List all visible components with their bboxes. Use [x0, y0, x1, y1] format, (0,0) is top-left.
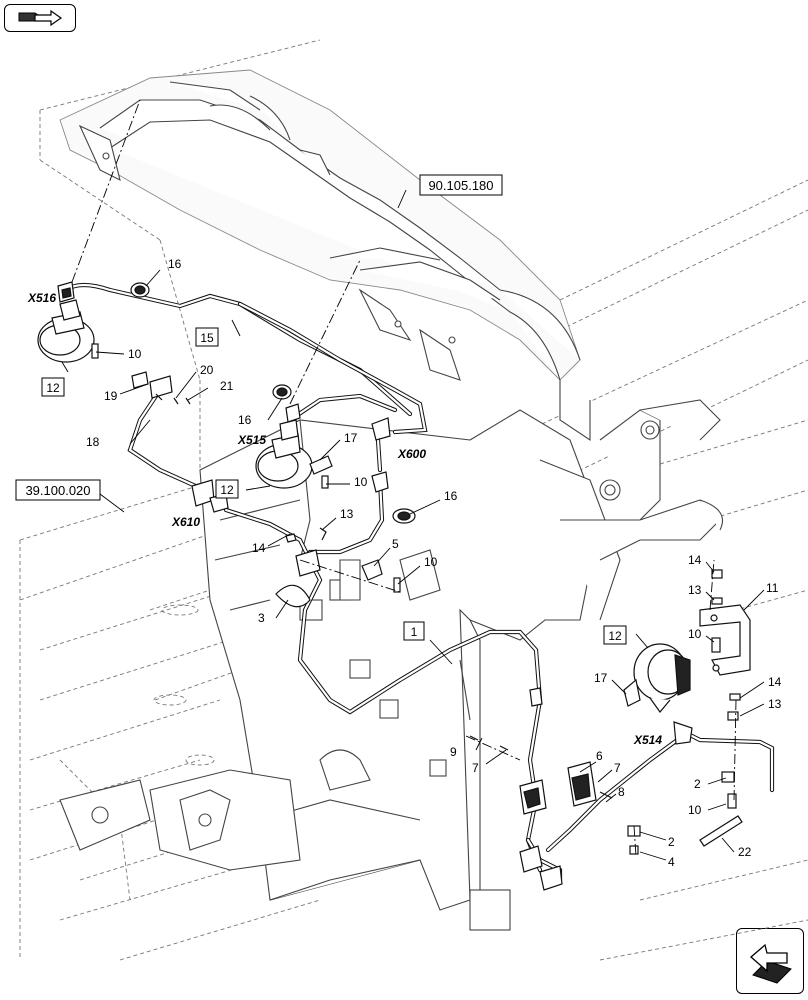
callout-22: 22	[738, 845, 752, 859]
connector-label-x516: X516	[27, 291, 56, 305]
boxed-label-15[interactable]: 15	[195, 327, 219, 347]
svg-text:12: 12	[220, 483, 234, 497]
callout-2: 2	[668, 835, 675, 849]
callout-6: 6	[596, 749, 603, 763]
callout-16: 16	[238, 413, 252, 427]
callout-8: 8	[618, 785, 625, 799]
callout-labels: 16 10 19 20 21 18 16 17 10 16 13 14 5 10…	[86, 257, 782, 869]
callout-21: 21	[220, 379, 234, 393]
svg-text:12: 12	[46, 381, 60, 395]
support-arm	[59, 399, 724, 931]
svg-text:1: 1	[411, 625, 418, 639]
svg-text:15: 15	[200, 331, 214, 345]
back-arrow-icon	[750, 943, 792, 984]
callout-7: 7	[472, 761, 479, 775]
svg-text:12: 12	[608, 629, 622, 643]
callout-13: 13	[340, 507, 354, 521]
left-lamp-assembly	[37, 281, 191, 405]
callout-4: 4	[668, 855, 675, 869]
reference-text: 39.100.020	[25, 483, 90, 498]
callout-18: 18	[86, 435, 100, 449]
boxed-label-12-left[interactable]: 12	[41, 377, 65, 397]
connector-label-x515: X515	[237, 433, 266, 447]
nav-back-button[interactable]	[736, 928, 804, 994]
callout-2: 2	[694, 777, 701, 791]
callout-13: 13	[768, 697, 782, 711]
reference-39-100-020[interactable]: 39.100.020	[15, 479, 101, 501]
connector-label-x610: X610	[171, 515, 200, 529]
callout-10: 10	[688, 627, 702, 641]
callout-14: 14	[768, 675, 782, 689]
callout-7: 7	[614, 761, 621, 775]
callout-10: 10	[424, 555, 438, 569]
callout-9: 9	[450, 745, 457, 759]
callout-16: 16	[444, 489, 458, 503]
callout-20: 20	[200, 363, 214, 377]
harness-lower-right	[545, 721, 775, 853]
top-beam	[59, 69, 591, 442]
reference-text: 90.105.180	[428, 178, 493, 193]
book-arrow-icon	[18, 9, 63, 27]
boxed-label-1[interactable]: 1	[403, 621, 425, 641]
callout-10: 10	[688, 803, 702, 817]
connector-label-x600: X600	[397, 447, 426, 461]
boxed-label-12-middle[interactable]: 12	[215, 479, 239, 499]
callout-17: 17	[344, 431, 358, 445]
callout-10: 10	[354, 475, 368, 489]
nav-top-button[interactable]	[4, 4, 76, 32]
callout-16: 16	[168, 257, 182, 271]
leader-lines	[61, 189, 765, 861]
callout-10: 10	[128, 347, 142, 361]
callout-17: 17	[594, 671, 608, 685]
right-lamp-assembly	[623, 569, 751, 855]
callout-19: 19	[104, 389, 118, 403]
connector-label-x514: X514	[633, 733, 662, 747]
callout-14: 14	[252, 541, 266, 555]
callout-5: 5	[392, 537, 399, 551]
boxed-label-12-right[interactable]: 12	[603, 625, 627, 645]
projection-lines	[71, 99, 737, 857]
reference-90-105-180[interactable]: 90.105.180	[419, 174, 503, 196]
callout-3: 3	[258, 611, 265, 625]
callout-11: 11	[766, 581, 779, 595]
callout-13: 13	[688, 583, 702, 597]
callout-14: 14	[688, 553, 702, 567]
